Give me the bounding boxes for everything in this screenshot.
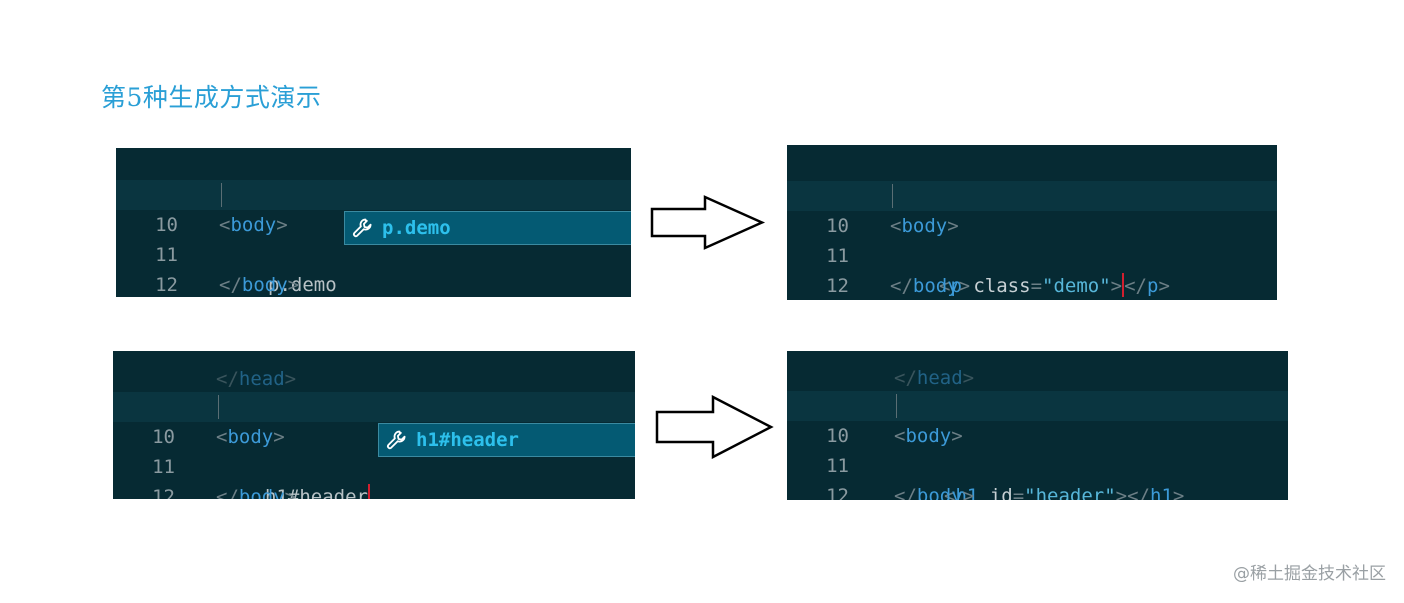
line-number: 12 [826,275,849,297]
suggestion-label: h1#header [416,429,519,451]
autocomplete-suggestion[interactable]: p.demo [344,211,631,245]
editor-demo1-after[interactable]: 9 <body> 10 <p class="demo"></p> 11 </bo… [787,145,1277,300]
code-line: 11 </body> [116,210,631,296]
code-line: 12 </html> [116,240,631,296]
code-line-current: 10 <p class="demo"></p> [787,181,1277,297]
indent-guide [218,395,219,419]
code-line-clipped: </head> [216,368,297,390]
line-number: 11 [826,455,849,477]
line-number: 12 [826,485,849,500]
line-number: 10 [826,425,849,447]
line-number: 11 [155,244,178,266]
editor-demo2-before[interactable]: </head> 9 <body> 10 h1#header 11 </body>… [113,351,635,499]
code-line: 12 </html> [787,451,1288,500]
text-cursor [1122,273,1125,297]
code-line-current: 10 <h1 id="header"></h1> [787,391,1288,500]
editor-demo2-after[interactable]: </head> 9 <body> 10 <h1 id="header"></h1… [787,351,1288,500]
code-line-current: 10 p.demo [116,180,631,296]
suggestion-label: p.demo [382,217,451,239]
code-line-clipped: </head> [894,367,975,389]
right-arrow-icon [655,395,774,459]
wrench-icon [353,218,372,238]
code-line: 9 <body> [787,361,1288,447]
line-number: 10 [152,426,175,448]
autocomplete-suggestion[interactable]: h1#header [378,423,635,457]
line-number: 10 [826,215,849,237]
right-arrow-icon [650,195,766,250]
indent-guide [221,183,222,207]
code-line: 11 </body> [113,422,635,499]
indent-guide [896,394,897,418]
expanded-code: <p class="demo"></p> [939,273,1170,297]
typed-abbreviation: h1#header [265,482,370,499]
code-line: 9 <body> [116,150,631,236]
code-line: 12 </html> [787,241,1277,297]
expanded-code: <h1 id="header"></h1> [944,485,1185,500]
code-line: 11 </body> [787,421,1288,500]
code-line-current: 10 h1#header [113,392,635,499]
text-cursor [367,484,370,499]
line-number: 11 [152,456,175,478]
code-line: 12 </html> [113,452,635,499]
page-title: 第5种生成方式演示 [101,83,322,112]
code-line: 9 <body> [787,151,1277,237]
line-number: 11 [826,245,849,267]
typed-abbreviation: p.demo [268,274,337,296]
code-line: 11 </body> [787,211,1277,297]
line-number: 12 [155,274,178,296]
line-number: 12 [152,486,175,499]
watermark: @稀土掘金技术社区 [1233,564,1386,584]
wrench-icon [387,430,406,450]
indent-guide [892,184,893,208]
line-number: 10 [155,214,178,236]
editor-demo1-before[interactable]: 9 <body> 10 p.demo 11 </body> 12 </html>… [116,148,631,297]
code-line: 9 <body> [113,362,635,448]
